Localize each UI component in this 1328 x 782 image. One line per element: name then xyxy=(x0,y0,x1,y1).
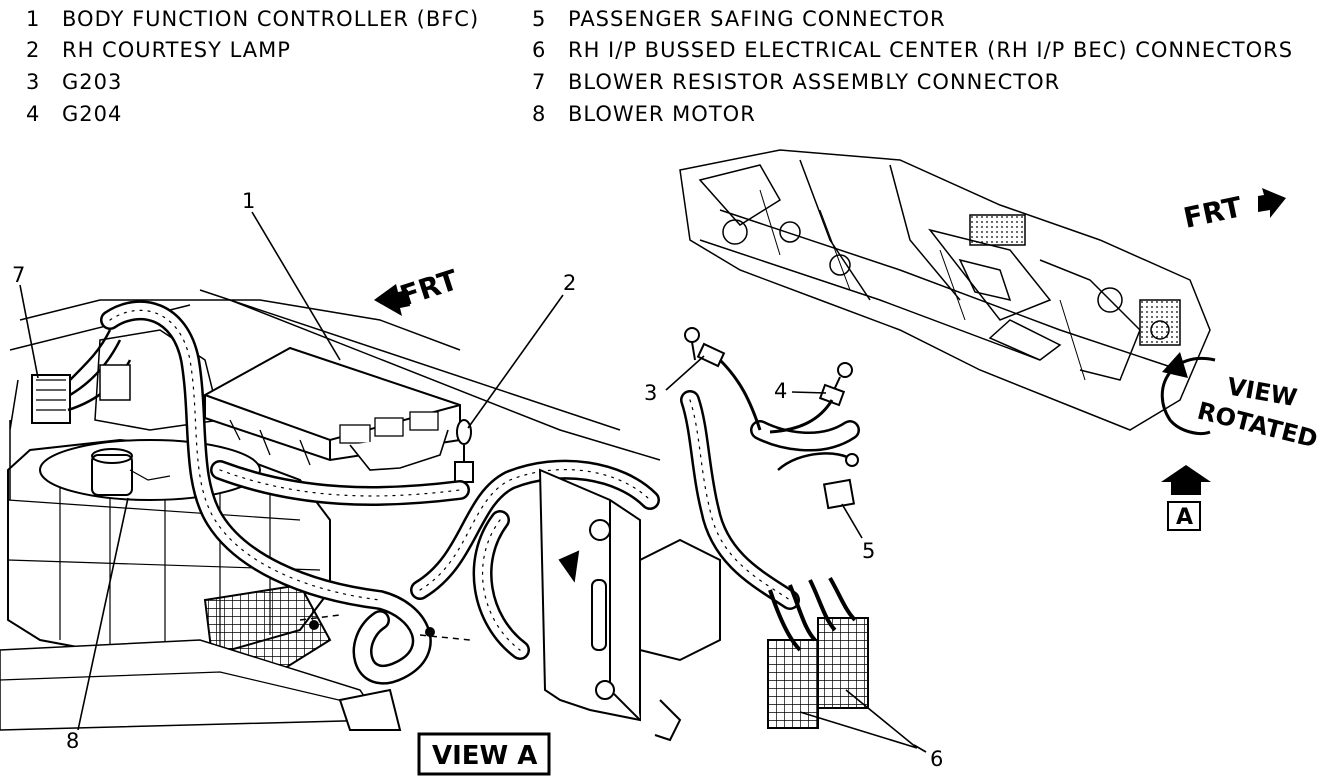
legend-number: 6 xyxy=(532,38,547,62)
inset-front-direction: FRT xyxy=(1181,188,1286,235)
legend-number: 5 xyxy=(532,7,547,31)
callout-8: 8 xyxy=(66,729,79,753)
legend-item-6: 6 RH I/P BUSSED ELECTRICAL CENTER (RH I/P… xyxy=(532,35,1293,65)
legend-item-2: 2 RH COURTESY LAMP xyxy=(26,35,291,65)
legend-number: 7 xyxy=(532,70,547,94)
bec-mounting-bracket xyxy=(299,468,721,742)
legend-item-7: 7 BLOWER RESISTOR ASSEMBLY CONNECTOR xyxy=(532,67,1060,97)
frt-arrow-icon xyxy=(374,284,410,316)
callout-2: 2 xyxy=(563,271,576,295)
view-a-label: VIEW A xyxy=(417,732,551,776)
legend-label: BODY FUNCTION CONTROLLER (BFC) xyxy=(62,7,480,31)
legend-number: 4 xyxy=(26,102,41,126)
legend-label: PASSENGER SAFING CONNECTOR xyxy=(568,7,946,31)
legend-item-3: 3 G203 xyxy=(26,67,122,97)
view-rotated-indicator: VIEW ROTATED A xyxy=(1160,352,1320,531)
legend-number: 8 xyxy=(532,102,547,126)
blower-resistor-connector xyxy=(31,329,132,424)
callout-6: 6 xyxy=(930,747,943,771)
view-marker-box xyxy=(1167,501,1201,531)
legend-label: RH COURTESY LAMP xyxy=(62,38,291,62)
front-direction: FRT xyxy=(374,263,462,316)
legend-item-8: 8 BLOWER MOTOR xyxy=(532,99,756,129)
callout-4: 4 xyxy=(774,379,787,403)
legend-number: 1 xyxy=(26,7,41,31)
legend-number: 3 xyxy=(26,70,41,94)
body-function-controller xyxy=(204,346,461,471)
legend-number: 2 xyxy=(26,38,41,62)
inset-frt-arrow-icon xyxy=(1258,188,1286,218)
wiring-harness xyxy=(100,300,860,685)
callout-7: 7 xyxy=(12,263,25,287)
inset-vehicle-view xyxy=(679,149,1211,431)
legend-item-1: 1 BODY FUNCTION CONTROLLER (BFC) xyxy=(26,4,479,34)
passenger-safing-connector xyxy=(777,452,859,510)
callout-3: 3 xyxy=(644,381,657,405)
legend-item-4: 4 G204 xyxy=(26,99,122,129)
legend-label: RH I/P BUSSED ELECTRICAL CENTER (RH I/P … xyxy=(568,38,1294,62)
legend-item-5: 5 PASSENGER SAFING CONNECTOR xyxy=(532,4,946,34)
ground-terminals xyxy=(684,327,853,434)
bec-connectors xyxy=(767,576,869,729)
view-a-text: VIEW A xyxy=(432,741,537,771)
legend-label: G204 xyxy=(62,102,123,126)
callout-5: 5 xyxy=(862,539,875,563)
view-marker-letter: A xyxy=(1176,505,1193,530)
frt-label: FRT xyxy=(396,263,462,312)
callout-numbers: 1 2 3 4 5 6 7 8 xyxy=(12,189,943,771)
callout-1: 1 xyxy=(242,189,255,213)
legend-label: BLOWER RESISTOR ASSEMBLY CONNECTOR xyxy=(568,70,1061,94)
component-legend: 1 BODY FUNCTION CONTROLLER (BFC) 2 RH COUR… xyxy=(0,4,1328,130)
inset-frt-label: FRT xyxy=(1181,190,1245,234)
view-a-arrow-icon xyxy=(1161,465,1211,495)
legend-label: G203 xyxy=(62,70,123,94)
callout-leaders xyxy=(19,211,927,753)
legend-label: BLOWER MOTOR xyxy=(568,102,756,126)
courtesy-lamp xyxy=(454,419,474,483)
rotation-arrow-icon xyxy=(1160,357,1216,435)
